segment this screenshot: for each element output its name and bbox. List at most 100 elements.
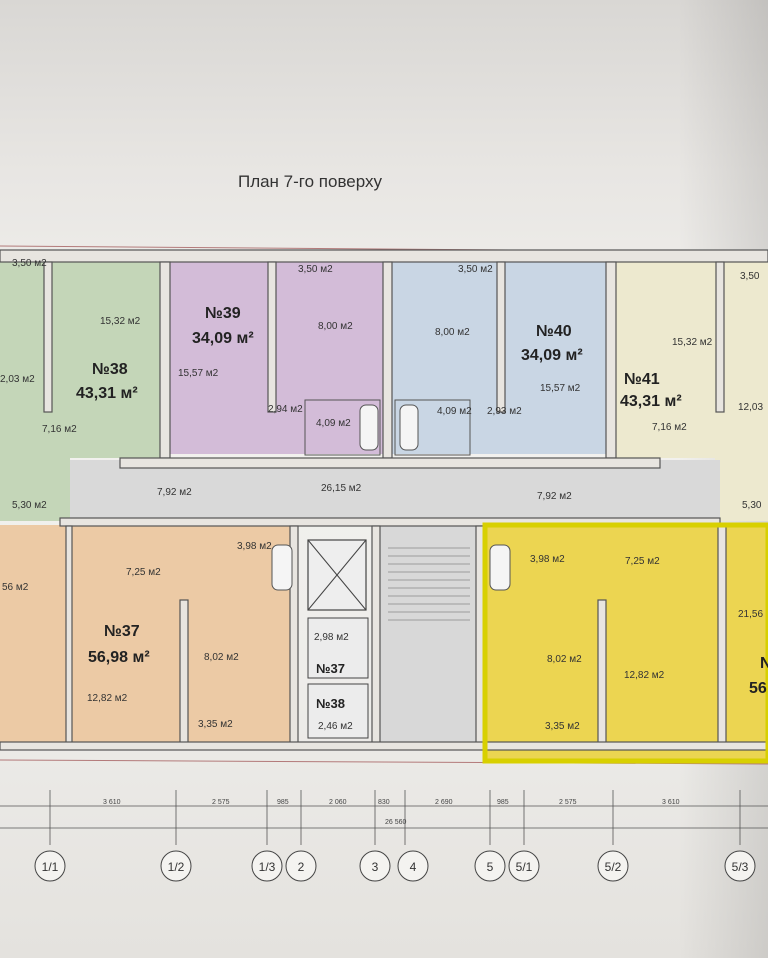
storage-37-number: №37 (316, 661, 345, 676)
axis-3: 3 (372, 860, 379, 874)
bathroom-fixtures (271, 399, 511, 591)
apt-41-lower-fill (715, 455, 768, 521)
a37-loggia: 3,35 м2 (198, 719, 233, 730)
wall-40-41 (605, 261, 617, 459)
stair-steps (388, 547, 470, 621)
h-total-part: 56 (749, 680, 767, 697)
h-loggia: 3,35 м2 (545, 721, 580, 732)
a38-left: 2,03 м2 (0, 374, 35, 385)
dim-2: 2 575 (212, 799, 230, 806)
left-small: 5,30 м2 (12, 500, 47, 511)
wall-39-inner (267, 261, 277, 413)
corridor-top-wall (119, 457, 661, 469)
dim-1: 3 610 (103, 799, 121, 806)
apt-41-fill (612, 262, 768, 458)
bottom-wall (0, 741, 768, 751)
a41-loggia: 3,50 (740, 271, 760, 282)
a38-total: 43,31 м² (76, 385, 138, 402)
a40-number: №40 (536, 323, 572, 340)
dimension-labels: 3 610 2 575 985 2 060 830 2 690 985 2 57… (103, 799, 680, 826)
corridor-left: 7,92 м2 (157, 487, 192, 498)
total-dimension: 26 560 (385, 819, 407, 826)
a39-bath: 4,09 м2 (316, 418, 351, 429)
a40-room: 15,57 м2 (540, 383, 581, 394)
axis-1-3: 1/3 (259, 860, 276, 874)
axis-1-1: 1/1 (42, 860, 59, 874)
dim-5: 830 (378, 799, 390, 806)
storage-37 (307, 617, 369, 679)
wall-38-left (43, 261, 53, 413)
a37-bath: 3,98 м2 (237, 541, 272, 552)
apt-37-fill (0, 525, 295, 747)
axis-5-2: 5/2 (605, 860, 622, 874)
a40-bath: 4,09 м2 (437, 406, 472, 417)
a39-room: 15,57 м2 (178, 368, 219, 379)
dim-3: 985 (277, 799, 289, 806)
walls (0, 249, 768, 751)
h-kitchen: 8,02 м2 (547, 654, 582, 665)
a40-hall: 2,93 м2 (487, 406, 522, 417)
right-small: 5,30 (742, 500, 762, 511)
plan-title: План 7-го поверху (237, 172, 383, 191)
a39-number: №39 (205, 305, 241, 322)
h-right: 21,56 (738, 609, 763, 620)
a41-total: 43,31 м² (620, 393, 682, 410)
a38-number: №38 (92, 361, 128, 378)
dim-7: 985 (497, 799, 509, 806)
axis-5-3: 5/3 (732, 860, 749, 874)
wall-38-39 (159, 261, 171, 459)
storage-38-area: 2,46 м2 (318, 721, 353, 732)
a37-left-room: 56 м2 (2, 582, 29, 593)
stairwell-fill (378, 525, 476, 745)
dim-9: 3 610 (662, 799, 680, 806)
a37-total: 56,98 м² (88, 649, 150, 666)
apt-38-lower-fill (0, 455, 70, 521)
wall-39-40 (382, 261, 393, 459)
corridor-mid: 26,15 м2 (321, 483, 362, 494)
storage-38-number: №38 (316, 696, 345, 711)
wall-37-left (65, 525, 73, 747)
wall-41-inner (715, 261, 725, 413)
a39-total: 34,09 м² (192, 330, 254, 347)
top-wall (0, 249, 768, 263)
wall-stair-left (371, 525, 381, 749)
a41-right: 12,03 (738, 402, 763, 413)
a38-room: 15,32 м2 (100, 316, 141, 327)
elevator-cross-b (307, 539, 367, 611)
axis-1-2: 1/2 (168, 860, 185, 874)
dim-6: 2 690 (435, 799, 453, 806)
h-room: 12,82 м2 (624, 670, 665, 681)
a37-number: №37 (104, 623, 140, 640)
apt-39-fill (170, 262, 385, 454)
a38-loggia: 3,50 м2 (12, 258, 47, 269)
dim-4: 2 060 (329, 799, 347, 806)
axis-bubbles (34, 850, 756, 882)
storage-38 (307, 683, 369, 739)
a41-hall: 7,16 м2 (652, 422, 687, 433)
a39-kitchen: 8,00 м2 (318, 321, 353, 332)
wall-h-inner (597, 599, 607, 747)
a37-kitchen: 8,02 м2 (204, 652, 239, 663)
apt-38-fill (0, 262, 165, 458)
wall-37-inner (179, 599, 189, 747)
highlight-outline (482, 522, 768, 764)
corridor-fill (70, 460, 720, 522)
a39-hall: 2,94 м2 (268, 404, 303, 415)
axis-2: 2 (298, 860, 305, 874)
axis-labels: 1/1 1/2 1/3 2 3 4 5 5/1 5/2 5/3 (42, 860, 749, 874)
a41-room: 15,32 м2 (672, 337, 713, 348)
axis-5-1: 5/1 (516, 860, 533, 874)
a38-hall: 7,16 м2 (42, 424, 77, 435)
storage-37-area: 2,98 м2 (314, 632, 349, 643)
a40-kitchen: 8,00 м2 (435, 327, 470, 338)
axis-5: 5 (487, 860, 494, 874)
wall-h-right (717, 525, 727, 749)
h-hall: 7,25 м2 (625, 556, 660, 567)
a41-number: №41 (624, 371, 660, 388)
wall-40-inner (496, 261, 506, 413)
h-number-part: N (760, 655, 768, 672)
a37-hall: 7,25 м2 (126, 567, 161, 578)
corridor-bottom-wall (59, 517, 721, 527)
h-bath: 3,98 м2 (530, 554, 565, 565)
grid-lines (49, 790, 741, 845)
